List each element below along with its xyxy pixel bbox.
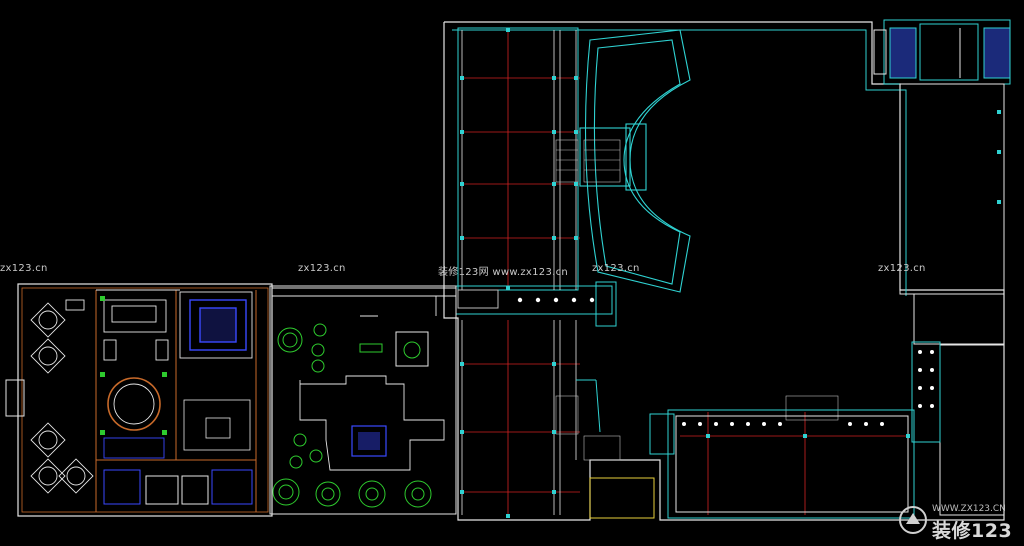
brand-name: 装修123 [932,520,1013,542]
round-hall [103,299,169,459]
west-building [5,283,273,517]
watermark-5: zx123.cn [878,263,926,274]
plants [272,323,432,508]
curved-stage [579,29,691,293]
east-wing [443,19,1011,521]
watermark-1: zx123.cn [0,263,48,274]
brand-logo-icon [899,506,927,534]
dining-tables [30,299,94,494]
columns [460,28,1001,518]
lower-rooms [103,469,253,505]
brand-url: WWW.ZX123.CN [932,504,1006,514]
watermark-4: zx123.cn [592,263,640,274]
pond [299,375,445,471]
watermark-2: zx123.cn [298,263,346,274]
watermark-3: 装修123网 www.zx123.cn [438,267,569,278]
hatch-blocks [555,139,839,461]
south-hall [576,341,941,519]
meeting-room [179,291,253,359]
